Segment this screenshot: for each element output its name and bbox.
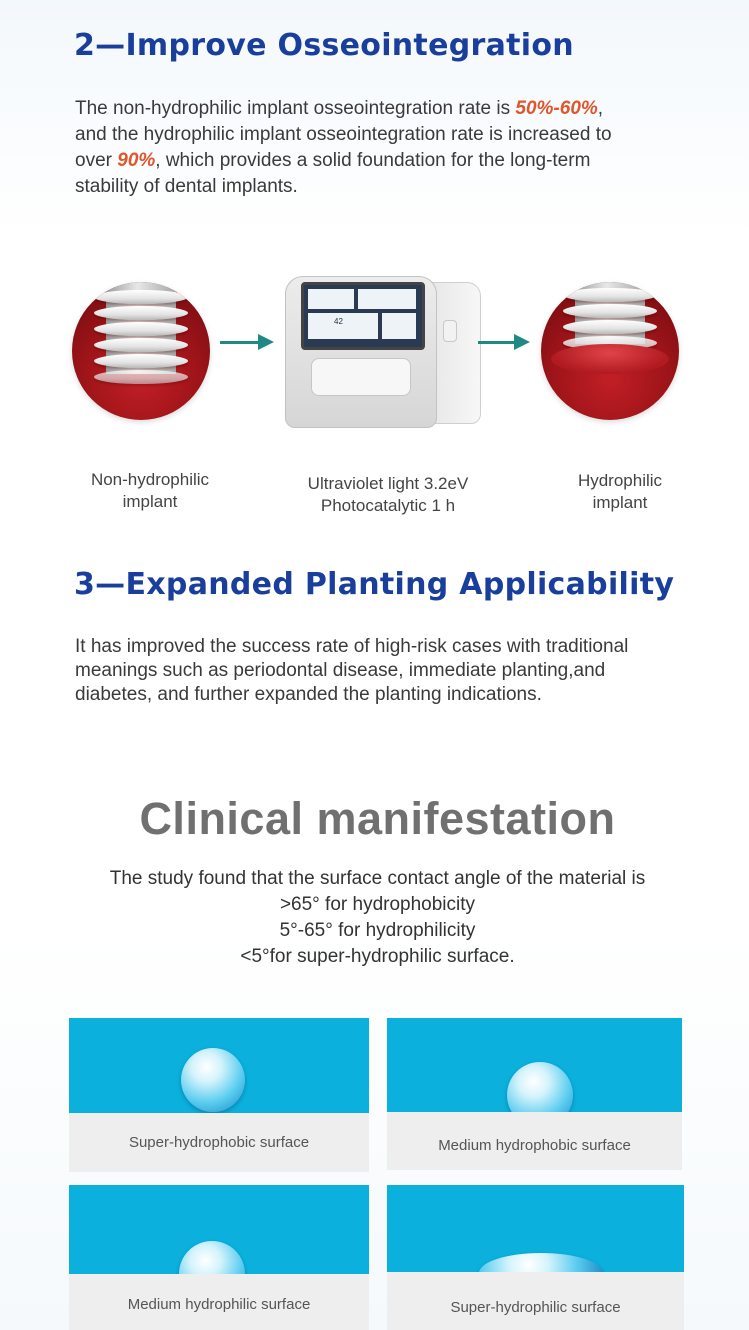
clinical-description: The study found that the surface contact…	[109, 868, 646, 967]
section3-paragraph: It has improved the success rate of high…	[75, 636, 629, 705]
card-medium-hydrophobic: Medium hydrophobic surface	[387, 1018, 682, 1170]
arrow-head-icon-2	[514, 334, 530, 350]
water-drop-icon-4	[479, 1253, 603, 1272]
water-drop-icon-2	[507, 1062, 573, 1112]
clinical-title: Clinical manifestation	[139, 793, 616, 844]
non-hydrophilic-implant-image	[72, 282, 210, 420]
water-drop-icon-3	[179, 1241, 245, 1274]
right-caption: Hydrophilic implant	[577, 471, 663, 512]
card-medium-hydrophilic: Medium hydrophilic surface	[69, 1185, 369, 1330]
card-super-hydrophobic: Super-hydrophobic surface	[69, 1018, 369, 1172]
water-drop-icon	[181, 1048, 245, 1112]
section2-title: 2—Improve Osseointegration	[74, 28, 574, 63]
left-caption: Non-hydrophilic implant	[90, 470, 210, 511]
arrow-right-icon	[220, 341, 260, 344]
center-caption: Ultraviolet light 3.2eV Photocatalytic 1…	[307, 474, 469, 515]
screen-value: 42	[334, 317, 343, 326]
arrow-right-icon-2	[478, 341, 516, 344]
highlight-rate-low: 50%-60%	[515, 98, 598, 119]
hydrophilic-implant-image	[541, 282, 679, 420]
section3-title: 3—Expanded Planting Applicability	[74, 567, 675, 602]
arrow-head-icon	[258, 334, 274, 350]
highlight-rate-high: 90%	[117, 150, 156, 171]
uv-device-image: 42	[283, 272, 483, 432]
section2-paragraph: The non-hydrophilic implant osseointegra…	[75, 98, 612, 197]
card-super-hydrophilic: Super-hydrophilic surface	[387, 1185, 684, 1330]
